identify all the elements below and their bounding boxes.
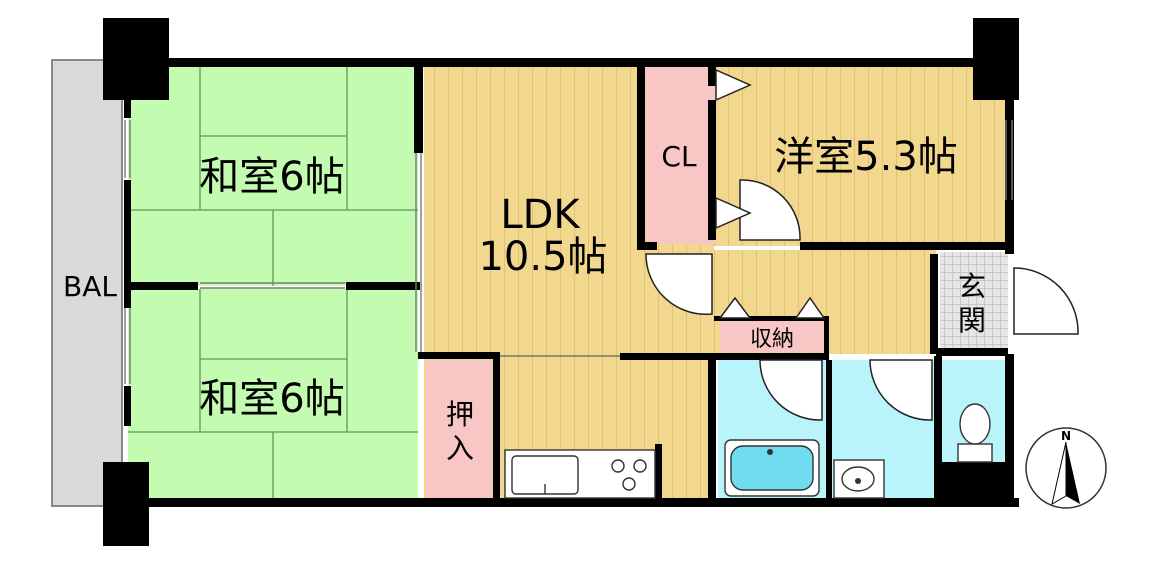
kitchen-counter	[504, 449, 656, 499]
closet-floor	[645, 66, 715, 244]
room-label-ldk: LDK	[500, 192, 581, 238]
room-label-oshiire-2: 入	[446, 432, 474, 465]
north-compass-icon: N	[1025, 427, 1107, 509]
windows	[124, 120, 1013, 384]
room-label-oshiire-1: 押	[446, 398, 474, 431]
room-label-washitsu-top: 和室6帖	[199, 154, 344, 200]
compass-north-label: N	[1061, 429, 1071, 443]
room-label-closet: CL	[661, 140, 697, 173]
room-label-shuunou: 収納	[750, 327, 794, 352]
room-label-ldk-size: 10.5帖	[478, 234, 607, 280]
room-label-genkan-1: 玄	[958, 270, 986, 303]
bathtub	[724, 439, 820, 497]
tatami-room-top	[128, 66, 418, 286]
room-label-youshitsu: 洋室5.3帖	[774, 134, 958, 180]
toilet	[957, 403, 993, 463]
walls	[103, 18, 1019, 546]
room-label-washitsu-bottom: 和室6帖	[199, 376, 344, 422]
room-label-genkan-2: 関	[958, 304, 986, 337]
doors	[645, 68, 1079, 421]
balcony-area	[51, 59, 123, 507]
shuunou-floor	[720, 320, 826, 352]
oshiire-floor	[426, 360, 492, 500]
room-label-balcony: BAL	[63, 270, 117, 303]
genkan-floor	[940, 252, 1008, 352]
tatami-room-bottom	[128, 289, 418, 502]
wash-basin	[833, 459, 885, 499]
